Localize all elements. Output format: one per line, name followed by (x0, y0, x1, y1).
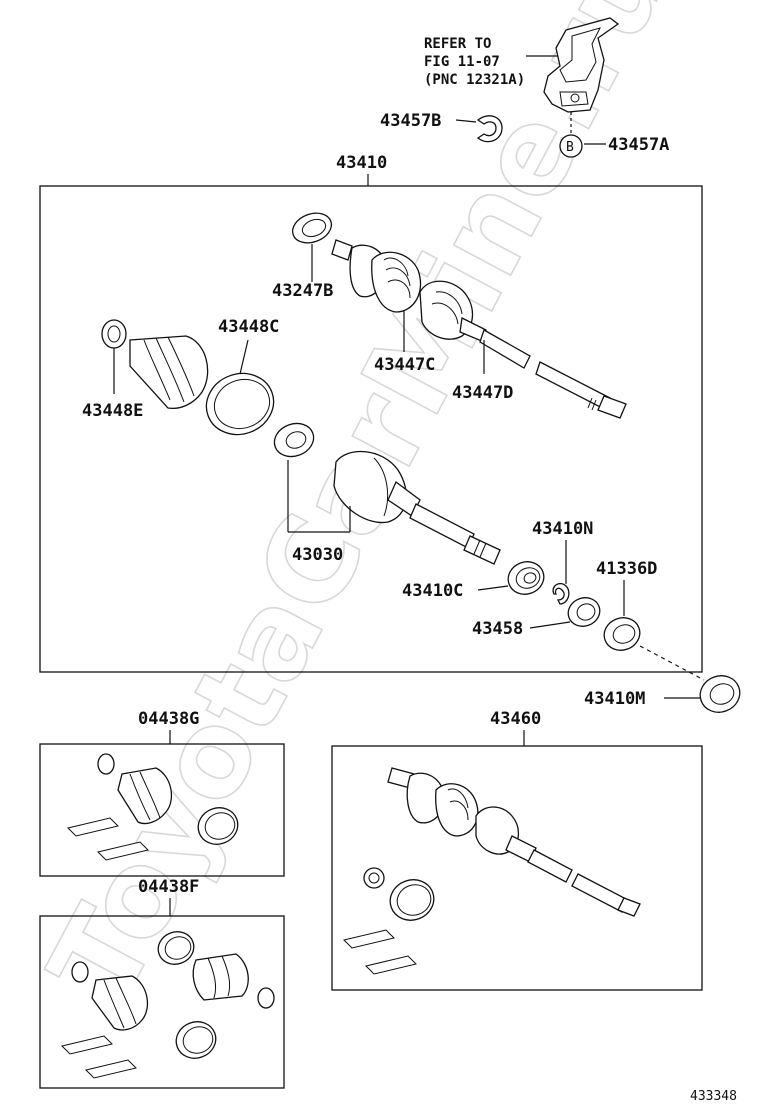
reference-line-2: FIG 11-07 (424, 54, 500, 70)
seal-41336D: 41336D (596, 559, 657, 651)
bearing-43410C: 43410C (402, 561, 545, 601)
label-43447C: 43447C (374, 355, 435, 375)
label-43410M: 43410M (584, 689, 645, 709)
label-43448E: 43448E (82, 401, 143, 421)
inboard-boot (129, 335, 209, 410)
label-43410N: 43410N (532, 519, 593, 539)
reference-line-1: REFER TO (424, 36, 491, 52)
boot-band-43448C: 43448C (205, 317, 279, 436)
assembly-box-43410 (39, 185, 703, 673)
ring-43458: 43458 (472, 597, 601, 639)
dust-seal-43247B: 43247B (272, 212, 333, 301)
label-43030: 43030 (292, 545, 343, 565)
dashed-leader (639, 645, 705, 681)
kit-box-04438G (39, 743, 285, 877)
boot-clamp-43448E: 43448E (82, 319, 143, 421)
reference-note: REFER TO FIG 11-07 (PNC 12321A) (424, 36, 560, 88)
assembly-box-43460 (331, 745, 703, 991)
tripod-joint (273, 422, 315, 458)
label-43458: 43458 (472, 619, 523, 639)
inboard-joint-43030: 43030 (287, 450, 501, 565)
label-43410C: 43410C (402, 581, 463, 601)
label-43457B: 43457B (380, 111, 441, 131)
snap-ring-43410N: 43410N (532, 519, 593, 605)
label-43410: 43410 (336, 153, 387, 173)
label-43447D: 43447D (452, 383, 513, 403)
kit-04438F-parts (61, 931, 275, 1079)
kit-box-04438F (39, 915, 285, 1089)
steering-knuckle-part (543, 17, 620, 113)
kit-04438G-parts (67, 753, 239, 861)
label-43247B: 43247B (272, 281, 333, 301)
reference-line-3: (PNC 12321A) (424, 72, 525, 88)
label-43460: 43460 (490, 709, 541, 729)
seal-43410M: 43410M (584, 675, 741, 713)
label-41336D: 41336D (596, 559, 657, 579)
snap-ring-43457B: 43457B (380, 111, 503, 143)
marker-b: B 43457A (559, 112, 669, 158)
label-43448C: 43448C (218, 317, 279, 337)
outer-joint-shaft (331, 239, 627, 419)
figure-number: 433348 (690, 1089, 737, 1104)
assembly-43460-parts (343, 767, 641, 975)
circle-marker-letter: B (566, 140, 574, 155)
label-04438G: 04438G (138, 709, 199, 729)
label-04438F: 04438F (138, 877, 199, 897)
label-43457A: 43457A (608, 135, 669, 155)
